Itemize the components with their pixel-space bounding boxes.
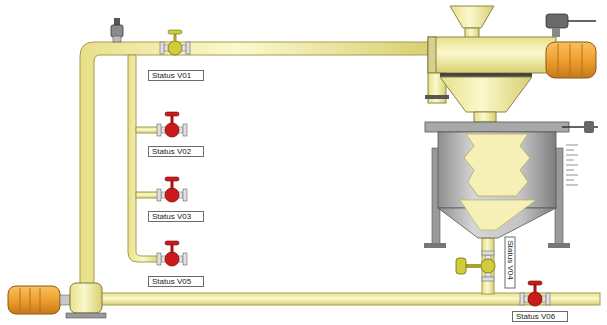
status-box: Status V03 xyxy=(148,211,204,222)
status-label: Status V02 xyxy=(152,147,191,156)
status-label: Status V05 xyxy=(152,277,191,286)
status-label: Status V06 xyxy=(516,312,555,321)
status-label: Status V01 xyxy=(152,71,191,80)
status-label: Status V04 xyxy=(506,240,515,279)
status-box: Status V06 xyxy=(512,311,568,322)
status-box: Status V04 xyxy=(505,236,516,288)
status-label: Status V03 xyxy=(152,212,191,221)
status-box: Status V05 xyxy=(148,276,204,287)
status-box: Status V01 xyxy=(148,70,204,81)
status-box: Status V02 xyxy=(148,146,204,157)
